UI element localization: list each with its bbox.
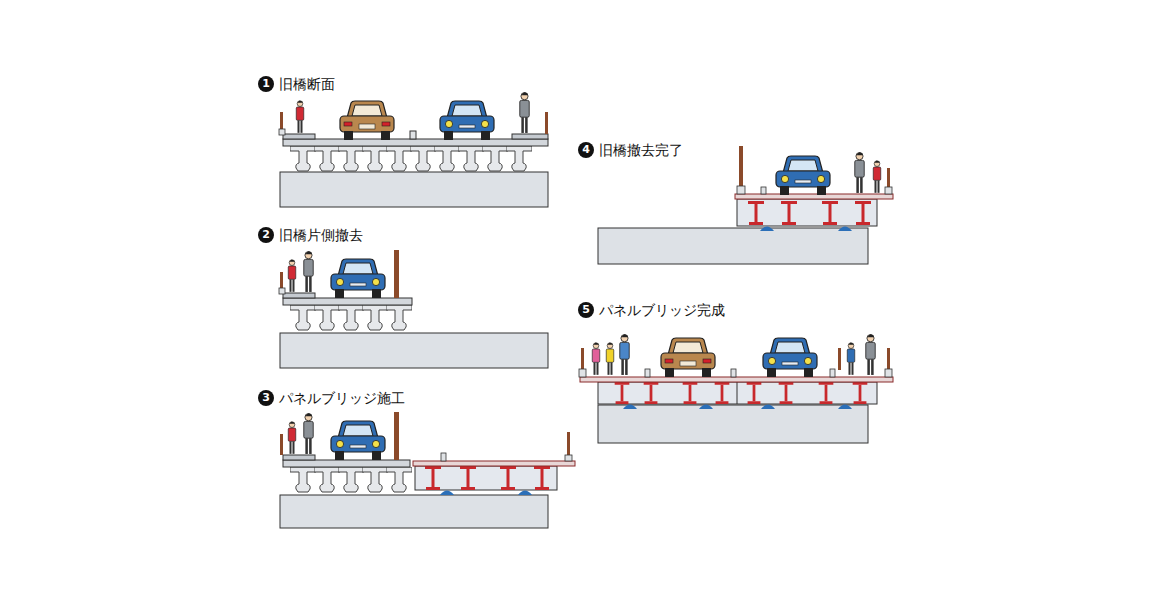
step-heading: パネルブリッジ施工: [279, 390, 405, 406]
step-heading: 旧橋断面: [279, 76, 335, 92]
step-heading: 旧橋撤去完了: [599, 142, 683, 158]
step-number: 4: [578, 142, 594, 158]
abutment: [280, 172, 548, 207]
step-heading: 旧橋片側撤去: [279, 227, 363, 243]
step-number: 2: [258, 227, 274, 243]
panel-bridge-construction: [280, 412, 575, 528]
old-bridge-section: [279, 92, 548, 207]
panel-bridge-complete: [579, 334, 893, 443]
step-number: 3: [258, 390, 274, 406]
step-number: 1: [258, 76, 274, 92]
old-bridge-removed: [598, 146, 893, 264]
half-removed-bridge: [279, 250, 548, 368]
step-number: 5: [578, 302, 594, 318]
step-heading: パネルブリッジ完成: [599, 302, 725, 318]
